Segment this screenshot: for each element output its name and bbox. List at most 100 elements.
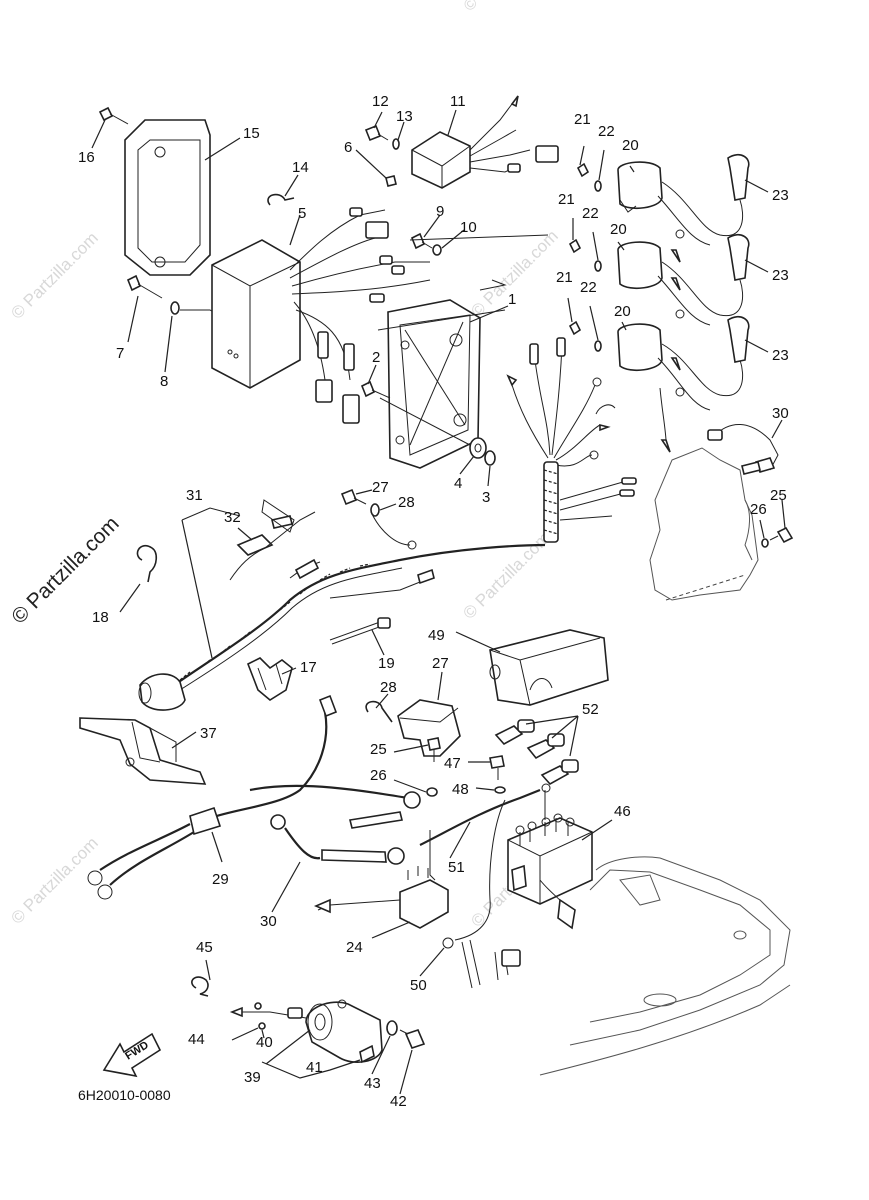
part-label-43: 43 xyxy=(364,1075,381,1092)
part-label-4: 4 xyxy=(454,475,462,492)
part-label-51: 51 xyxy=(448,859,465,876)
holder-17 xyxy=(246,657,293,701)
part-label-7: 7 xyxy=(116,345,124,362)
leader-32 xyxy=(237,527,253,541)
part-label-21a: 21 xyxy=(574,111,591,128)
part-label-16: 16 xyxy=(78,149,95,166)
cover-15 xyxy=(124,119,211,276)
battery-cable-29 xyxy=(87,694,421,900)
part-label-21b: 21 xyxy=(558,191,575,208)
wire-51 xyxy=(419,788,541,846)
bolt-2 xyxy=(360,380,391,399)
part-label-2: 2 xyxy=(372,349,380,366)
part-label-47: 47 xyxy=(444,755,461,772)
leader-19 xyxy=(371,629,385,656)
part-label-23a: 23 xyxy=(772,187,789,204)
coil-20c xyxy=(617,323,663,372)
clip-45 xyxy=(191,976,209,997)
leader-35 xyxy=(355,489,373,495)
ground-wire-50 xyxy=(442,799,521,989)
watermarks: © Partzilla.com © Partzilla.com © Partzi… xyxy=(7,0,562,931)
part-label-18: 18 xyxy=(92,609,109,626)
leader-23a xyxy=(744,179,769,193)
part-label-30: 30 xyxy=(260,913,277,930)
part-label-35: 27 xyxy=(372,479,389,496)
watermark-top: © Partzilla.com xyxy=(461,0,549,15)
leader-14 xyxy=(284,174,299,197)
cover-27 xyxy=(397,699,461,757)
ground-wire-36 xyxy=(371,513,411,546)
leader-28 xyxy=(375,693,389,709)
washer-26 xyxy=(426,787,438,797)
plug-cap-23a xyxy=(727,153,750,201)
part-label-22b: 22 xyxy=(582,205,599,222)
leader-52 xyxy=(525,715,579,757)
engine-block-outline xyxy=(649,447,759,601)
caps-52 xyxy=(494,719,579,786)
washer-36 xyxy=(370,503,380,517)
leader-46 xyxy=(581,819,613,841)
leader-3 xyxy=(487,465,491,487)
washer-10 xyxy=(432,244,442,256)
part-label-27: 27 xyxy=(432,655,449,672)
leader-20b xyxy=(617,241,625,251)
arrow-1 xyxy=(479,279,507,291)
harness-central xyxy=(506,337,637,543)
ignition-coil-set-2 xyxy=(568,233,750,326)
leader-49 xyxy=(455,631,501,653)
main-harness-31 xyxy=(138,511,546,711)
part-label-42: 42 xyxy=(390,1093,407,1110)
leader-29 xyxy=(211,831,223,863)
part-label-13: 13 xyxy=(396,108,413,125)
leader-8 xyxy=(164,315,173,373)
leader-2 xyxy=(367,364,377,385)
leader-25 xyxy=(393,744,429,753)
leader-5 xyxy=(289,214,301,246)
cover-49 xyxy=(489,629,609,706)
part-label-39: 39 xyxy=(244,1069,261,1086)
part-label-1: 1 xyxy=(508,291,516,308)
leader-13 xyxy=(397,121,405,141)
part-label-20a: 20 xyxy=(622,137,639,154)
leader-27 xyxy=(437,671,443,701)
leader-48 xyxy=(475,787,495,791)
part-label-32: 32 xyxy=(224,509,241,526)
diagram-code: 6H20010-0080 xyxy=(78,1087,171,1103)
part-label-28: 28 xyxy=(380,679,397,696)
part-labels: 12 13 11 15 16 6 14 5 9 10 1 7 8 2 4 3 2… xyxy=(78,93,789,1110)
leader-20c xyxy=(621,321,627,331)
leader-23b xyxy=(744,259,769,273)
leader-18 xyxy=(119,583,141,613)
arrow-harness xyxy=(595,404,616,415)
plug-cap-23b xyxy=(727,233,750,281)
screw-21c xyxy=(568,320,582,336)
bolt-33 xyxy=(769,526,794,544)
part-label-36: 28 xyxy=(398,494,415,511)
bottom-cowling-outline xyxy=(539,856,791,1076)
part-label-3: 3 xyxy=(482,489,490,506)
part-label-17: 17 xyxy=(300,659,317,676)
washer-13 xyxy=(392,138,400,150)
part-label-23c: 23 xyxy=(772,347,789,364)
leader-37 xyxy=(171,731,197,749)
washer-22c xyxy=(594,340,602,352)
rectifier-11 xyxy=(411,95,559,189)
leader-38 xyxy=(771,419,783,439)
leader-22c xyxy=(589,305,599,341)
screw-21a xyxy=(576,162,590,178)
ignition-coil-set-1 xyxy=(576,153,750,263)
leader-24 xyxy=(371,921,411,939)
leader-4 xyxy=(459,455,475,475)
clip-18 xyxy=(136,544,158,583)
screw-6 xyxy=(385,175,397,187)
part-label-14: 14 xyxy=(292,159,309,176)
part-label-6: 6 xyxy=(344,139,352,156)
cdi-unit-5 xyxy=(211,239,301,389)
watermark-left-lower: © Partzilla.com xyxy=(7,833,101,927)
leader-45 xyxy=(205,959,211,981)
leader-15 xyxy=(204,137,241,161)
wire-24 xyxy=(429,830,436,881)
fwd-direction-indicator: FWD xyxy=(102,1032,162,1078)
grommet-4 xyxy=(469,437,487,459)
watermark-center-mid: © Partzilla.com xyxy=(459,528,553,622)
